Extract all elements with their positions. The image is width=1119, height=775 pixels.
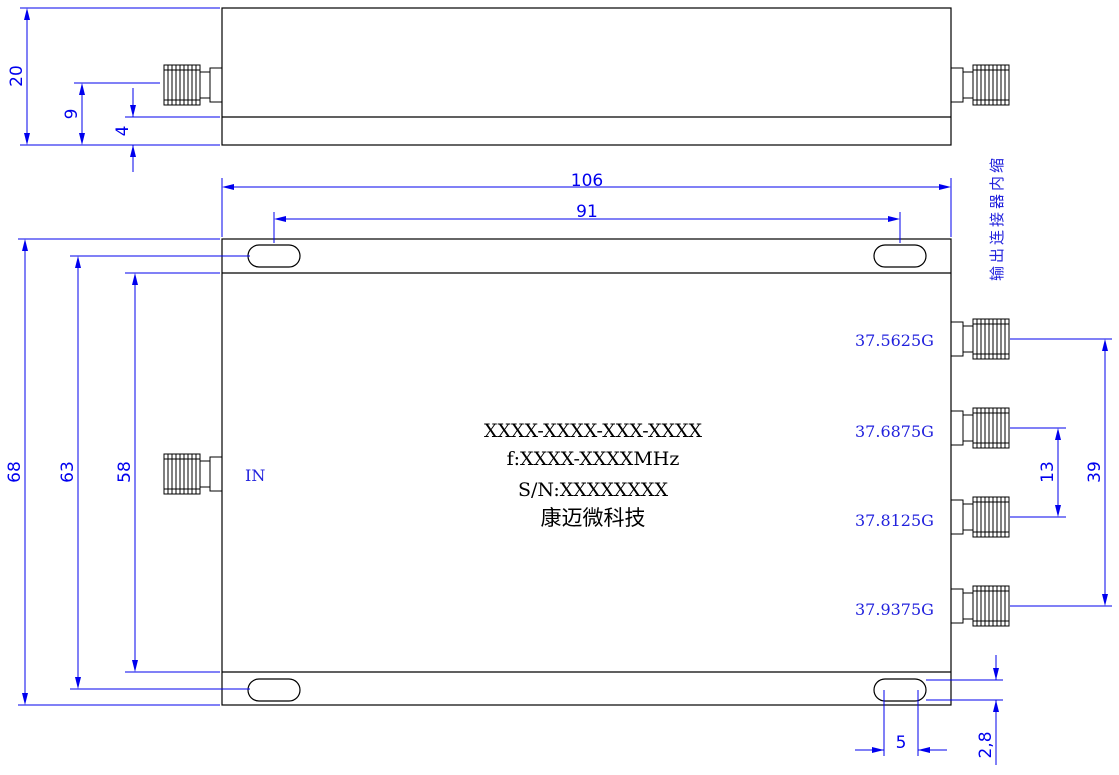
dim-side-base-thickness: 4 xyxy=(113,126,133,137)
output-connector-1 xyxy=(950,318,1010,360)
dim-side-height: 20 xyxy=(7,65,27,87)
output-connector-note: 输出连接器内缩 xyxy=(988,155,1006,281)
dim-slot-offset: 2,8 xyxy=(976,731,996,758)
dim-hole-spacing: 91 xyxy=(576,202,598,222)
dim-overall-length: 106 xyxy=(571,171,603,191)
output-connector-3 xyxy=(950,496,1010,538)
dim-hole-span: 63 xyxy=(58,461,78,483)
top-body xyxy=(221,238,952,706)
port-label-4: 37.9375G xyxy=(855,600,934,619)
nameplate-model: XXXX-XXXX-XXX-XXXX xyxy=(484,420,703,442)
port-label-2: 37.6875G xyxy=(855,422,934,441)
dim-overall-width: 68 xyxy=(5,461,25,483)
mounting-slot-top-right xyxy=(873,244,927,268)
input-connector xyxy=(163,453,223,495)
nameplate-frequency: f:XXXX-XXXXMHz xyxy=(507,448,680,470)
mounting-slot-bottom-right xyxy=(873,678,927,702)
dim-slot-length: 5 xyxy=(896,733,907,753)
top-view: 106 91 68 63 58 13 xyxy=(5,155,1112,765)
dim-body-width: 58 xyxy=(115,461,135,483)
output-connector-4 xyxy=(950,585,1010,627)
input-port-label: IN xyxy=(245,466,265,485)
output-connector-2 xyxy=(950,407,1010,449)
side-view: 20 9 4 xyxy=(7,7,1010,172)
dim-side-connector-offset: 9 xyxy=(62,109,82,120)
dim-port-span: 39 xyxy=(1085,461,1105,483)
port-label-3: 37.8125G xyxy=(855,511,934,530)
mounting-slot-bottom-left xyxy=(247,678,301,702)
nameplate-company: 康迈微科技 xyxy=(541,506,646,530)
nameplate-serial: S/N:XXXXXXXX xyxy=(518,479,668,501)
mounting-slot-top-left xyxy=(247,244,301,268)
dim-port-pitch: 13 xyxy=(1038,461,1058,483)
side-right-connector xyxy=(950,64,1010,106)
side-left-connector xyxy=(163,64,223,106)
side-body xyxy=(221,7,952,146)
port-label-1: 37.5625G xyxy=(855,331,934,350)
